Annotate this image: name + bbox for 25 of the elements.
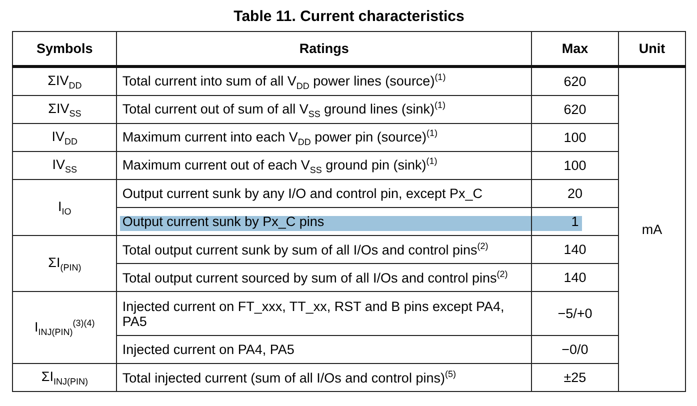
rating-description: Output current sunk by Px_C pins — [116, 208, 532, 236]
rating-description: Total injected current (sum of all I/Os and control pins)$^{(5)}$ — [116, 364, 532, 392]
column-header: Max — [532, 32, 618, 66]
symbol: ΣI$_{(PIN)}$ — [12, 236, 117, 292]
rating-description: Total current into sum of all V$_{DD}$ power lines (source)$^{(1)}$ — [116, 66, 532, 96]
symbol: I$_{IO}$ — [12, 180, 117, 236]
symbol: IV$_{DD}$ — [12, 124, 117, 152]
rating-description: Output current sunk by any I/O and control pin, except Px_C — [116, 180, 532, 208]
column-header: Ratings — [116, 32, 532, 66]
rating-description: Injected current on PA4, PA5 — [116, 336, 532, 364]
rating-description: Total current out of sum of all V$_{SS}$ ground lines (sink)$^{(1)}$ — [116, 96, 532, 124]
column-header: Unit — [618, 32, 686, 66]
rating-description: Maximum current out of each V$_{SS}$ ground pin (sink)$^{(1)}$ — [116, 152, 532, 180]
symbol: ΣIV$_{SS}$ — [12, 96, 117, 124]
rating-description: Injected current on FT_xxx, TT_xx, RST and B pins except PA4, PA5 — [116, 292, 532, 336]
unit: mA — [618, 66, 686, 392]
rating-description: Total output current sunk by sum of all I/Os and control pins$^{(2)}$ — [116, 236, 532, 264]
symbol: IV$_{SS}$ — [12, 152, 117, 180]
column-header: Symbols — [12, 32, 117, 66]
max-value: 620 — [532, 66, 618, 96]
symbol: ΣIV$_{DD}$ — [12, 66, 117, 96]
symbol: ΣI$_{INJ(PIN)}$ — [12, 364, 117, 392]
rating-description: Total output current sourced by sum of all I/Os and control pins$^{(2)}$ — [116, 264, 532, 292]
table-title: Table 11. Current characteristics — [232, 8, 466, 25]
rating-description: Maximum current into each V$_{DD}$ power pin (source)$^{(1)}$ — [116, 124, 532, 152]
